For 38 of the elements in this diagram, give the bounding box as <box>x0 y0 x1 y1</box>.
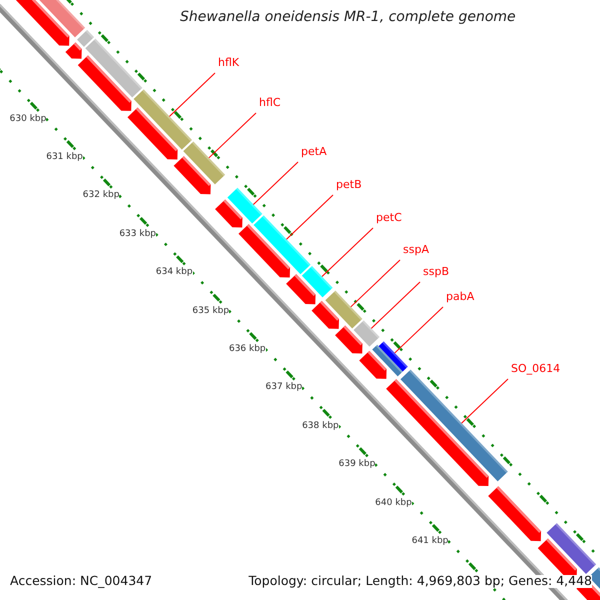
genome-summary: Topology: circular; Length: 4,969,803 bp; Genes: 4,448 <box>248 575 592 588</box>
gene-label: pabA <box>446 291 474 302</box>
scale-label: 631 kbp <box>46 153 83 162</box>
scale-label: 637 kbp <box>266 383 302 392</box>
accession-text: Accession: NC_004347 <box>10 575 152 588</box>
scale-label: 640 kbp <box>375 498 412 508</box>
gene-bar <box>227 188 262 224</box>
scale-label: 635 kbp <box>192 306 230 316</box>
gene-label: SO_0614 <box>511 363 560 374</box>
leader-line <box>350 260 400 308</box>
leader-line <box>394 306 444 354</box>
gene-bar <box>354 320 380 347</box>
gene-bar <box>325 290 362 329</box>
leader-line <box>461 378 508 424</box>
leader-line <box>370 282 420 329</box>
leader-line <box>322 228 374 278</box>
gene-label: petC <box>376 212 402 223</box>
leader-line <box>168 72 216 117</box>
scale-label: 639 kbp <box>338 460 376 470</box>
title: Shewanella oneidensis MR-1, complete genome <box>179 10 516 24</box>
gene-bar <box>378 341 408 372</box>
leader-line <box>208 112 256 158</box>
gene-label: sspB <box>423 266 449 277</box>
gene-label: hflK <box>218 57 240 68</box>
scale-label: 630 kbp <box>10 114 46 124</box>
gene-label: petA <box>301 146 327 157</box>
leader-line <box>286 194 334 240</box>
scale-label: 632 kbp <box>82 191 120 200</box>
scale-label: 638 kbp <box>302 422 339 431</box>
gene-label: petB <box>336 179 362 190</box>
scale-label: 641 kbp <box>412 536 448 546</box>
scale-label: 633 kbp <box>119 230 156 239</box>
leader-line <box>252 162 298 205</box>
gene-bar <box>302 266 333 298</box>
gene-label: hflC <box>259 97 281 108</box>
scale-label: 636 kbp <box>228 345 266 354</box>
gene-label: sspA <box>403 244 429 255</box>
scale-label: 634 kbp <box>156 268 193 278</box>
